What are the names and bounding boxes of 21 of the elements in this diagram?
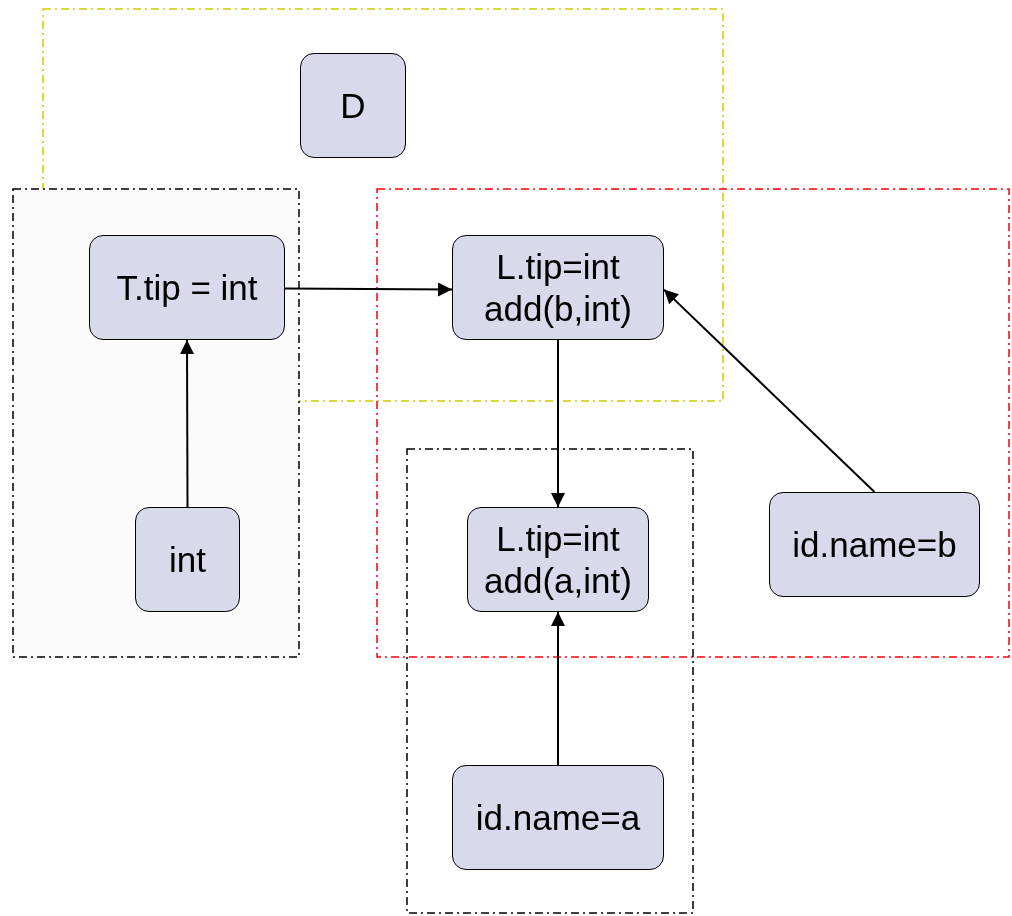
node-label: L.tip=int [496,245,620,288]
process-box [300,53,406,158]
process-box [452,765,664,870]
arrow [551,339,565,508]
process-box [89,235,285,340]
arrow [180,339,195,508]
node-label: id.name=b [792,523,957,566]
node-label: D [340,84,366,127]
node-label: int [169,538,206,581]
node-label: add(b,int) [484,287,632,330]
process-box [135,507,240,612]
arrow [551,611,565,766]
arrow [663,288,876,493]
arrow [284,282,453,297]
process-box [467,507,649,612]
node-label: L.tip=int [496,517,620,560]
node-label: add(a,int) [484,559,632,602]
process-box [769,492,980,597]
process-box [452,235,664,340]
node-label: T.tip = int [116,266,258,309]
node-label: id.name=a [475,796,641,839]
